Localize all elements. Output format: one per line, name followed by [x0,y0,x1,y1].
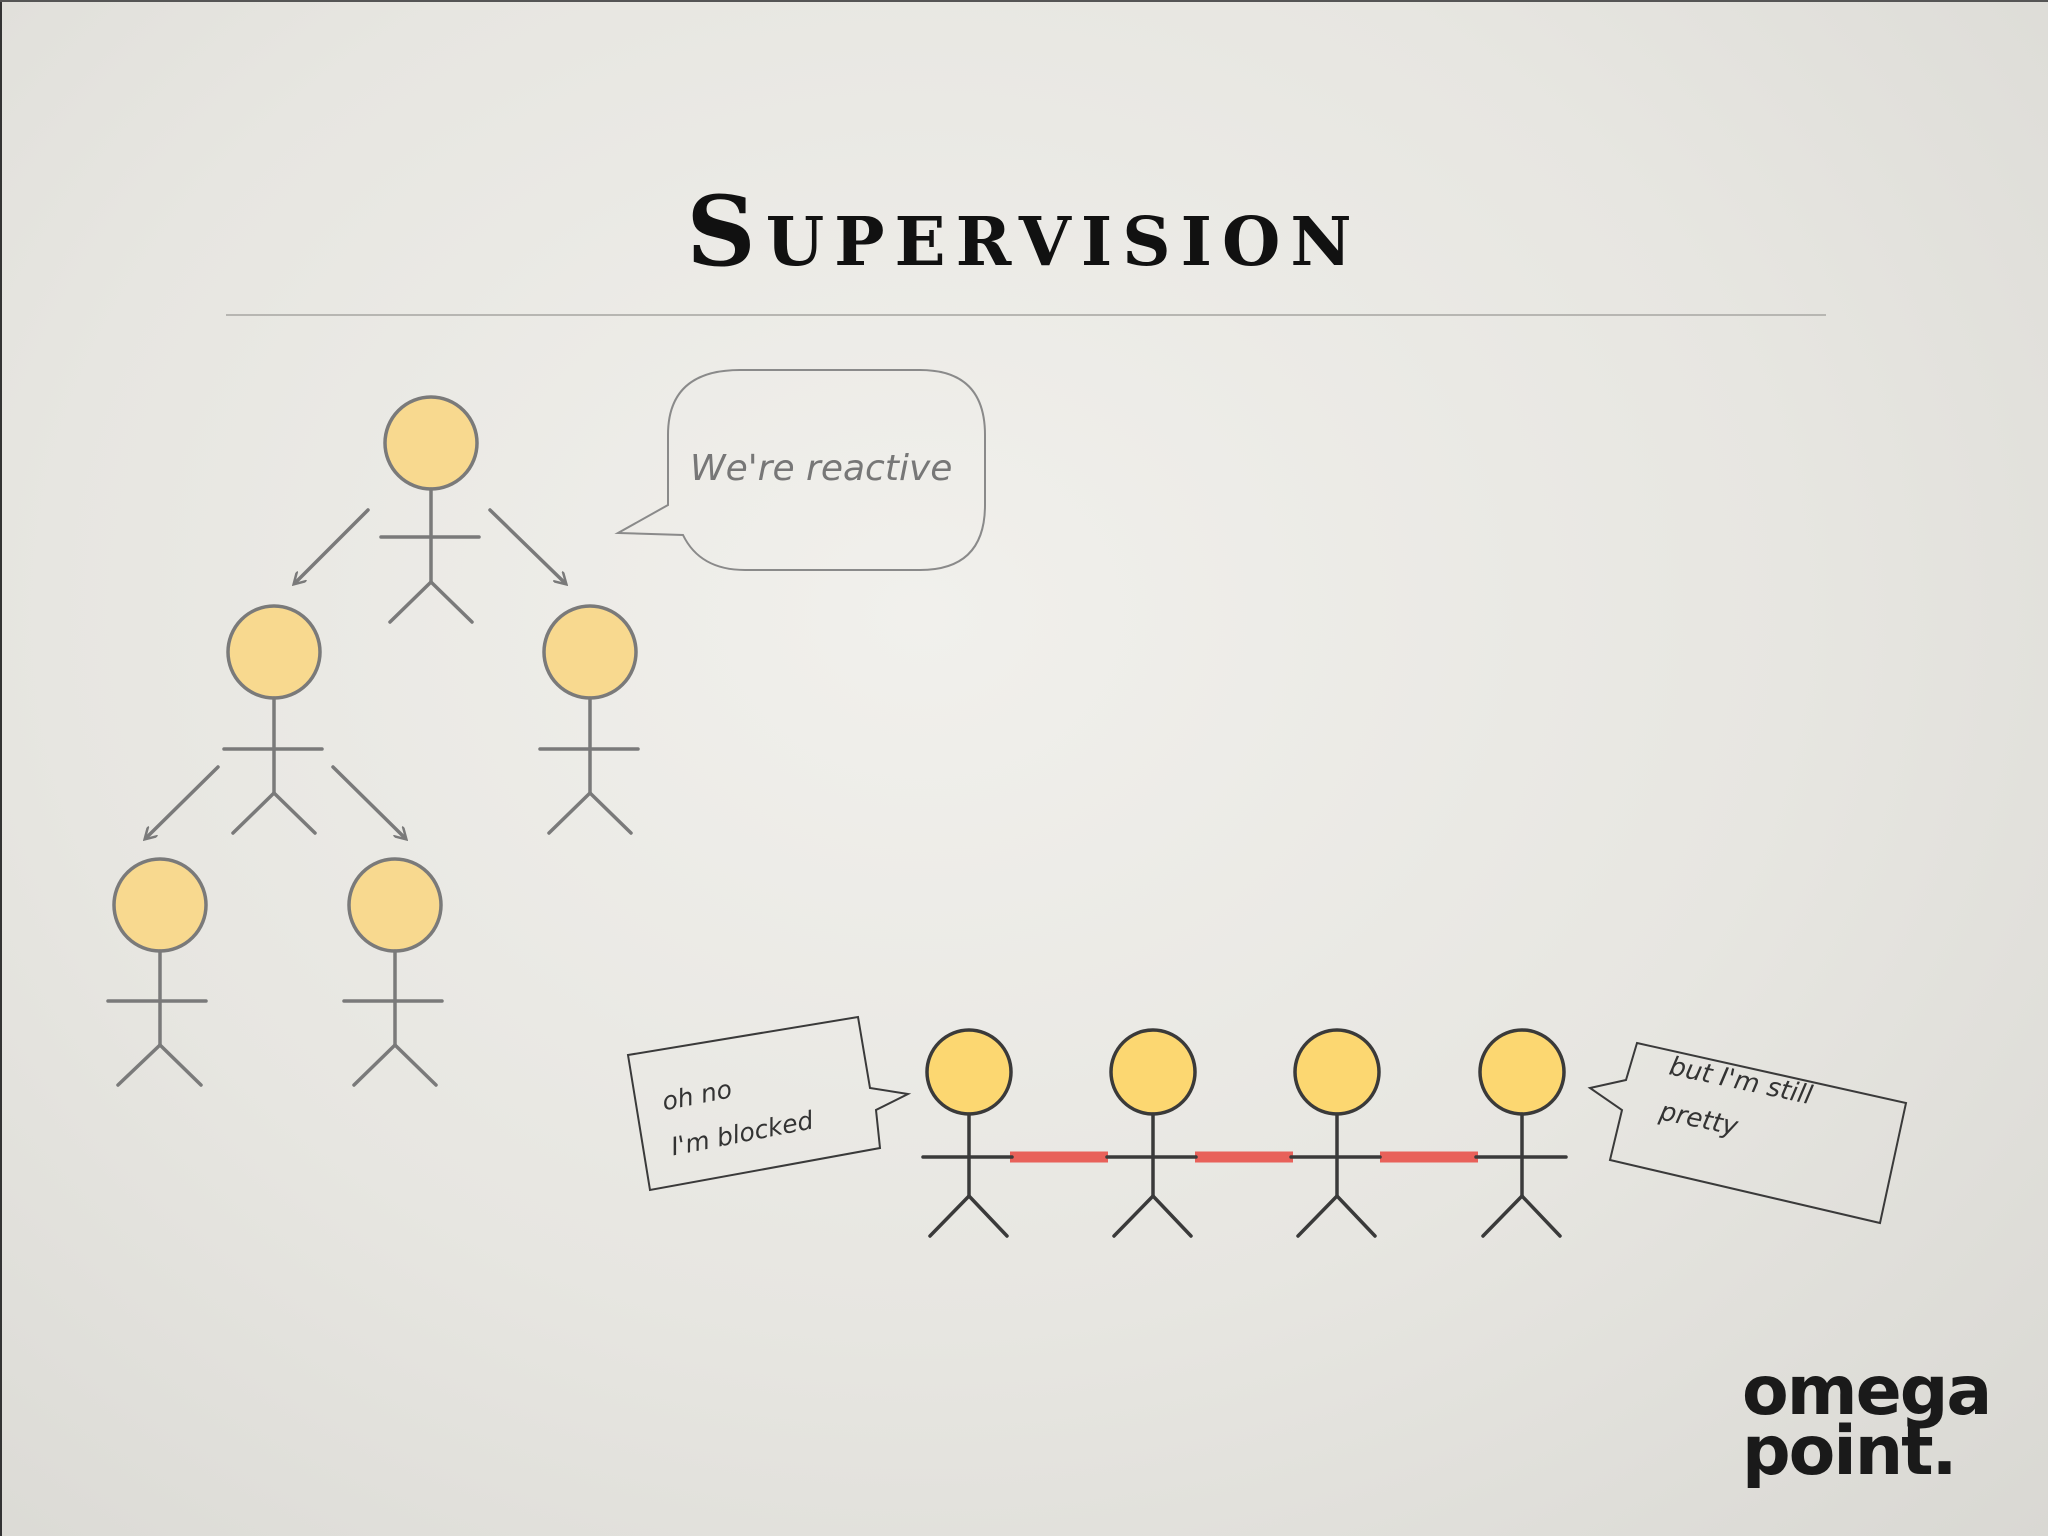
arrow-root-to-left [295,508,370,583]
head-icon [925,1028,1013,1116]
arrow-left-to-leaf2 [331,765,405,838]
head-icon [383,395,479,491]
omegapoint-logo: omega point. [1742,1352,2022,1491]
head-icon [226,604,322,700]
stick-figure-child-left [222,604,324,835]
stick-figure-chain-2 [1105,1028,1198,1238]
stick-figure-leaf-1 [106,857,208,1087]
slide-title: Supervision [686,175,1362,288]
reactive-text: We're reactive [690,448,952,489]
head-icon [1293,1028,1381,1116]
head-icon [112,857,208,953]
slide-top-edge [0,0,2048,2]
stick-figure-chain-1 [921,1028,1014,1238]
stick-figure-chain-3 [1289,1028,1382,1238]
stick-figure-root [379,395,481,624]
stick-figure-child-right [538,604,640,835]
title-divider [226,314,1826,316]
logo-line-1: omega [1742,1352,1992,1431]
head-icon [542,604,638,700]
stick-figure-leaf-2 [342,857,444,1087]
arrow-left-to-leaf1 [146,765,220,838]
speech-bubble-pretty: but I'm still pretty [1587,1041,1908,1225]
supervision-tree [106,395,640,1087]
head-icon [347,857,443,953]
head-icon [1109,1028,1197,1116]
blocked-text-line1: oh no [660,1074,734,1116]
arrow-root-to-right [488,508,565,583]
blocked-text-line2: I'm blocked [669,1105,816,1161]
slide-left-edge [0,0,2,1536]
logo-line-2: point. [1742,1412,1957,1491]
pretty-text-line2: pretty [1656,1096,1741,1142]
blocked-chain [921,1028,1568,1238]
speech-bubble-blocked: oh no I'm blocked [626,1015,912,1192]
speech-bubble-reactive: We're reactive [614,369,986,571]
stick-figure-chain-4 [1474,1028,1568,1238]
head-icon [1478,1028,1566,1116]
